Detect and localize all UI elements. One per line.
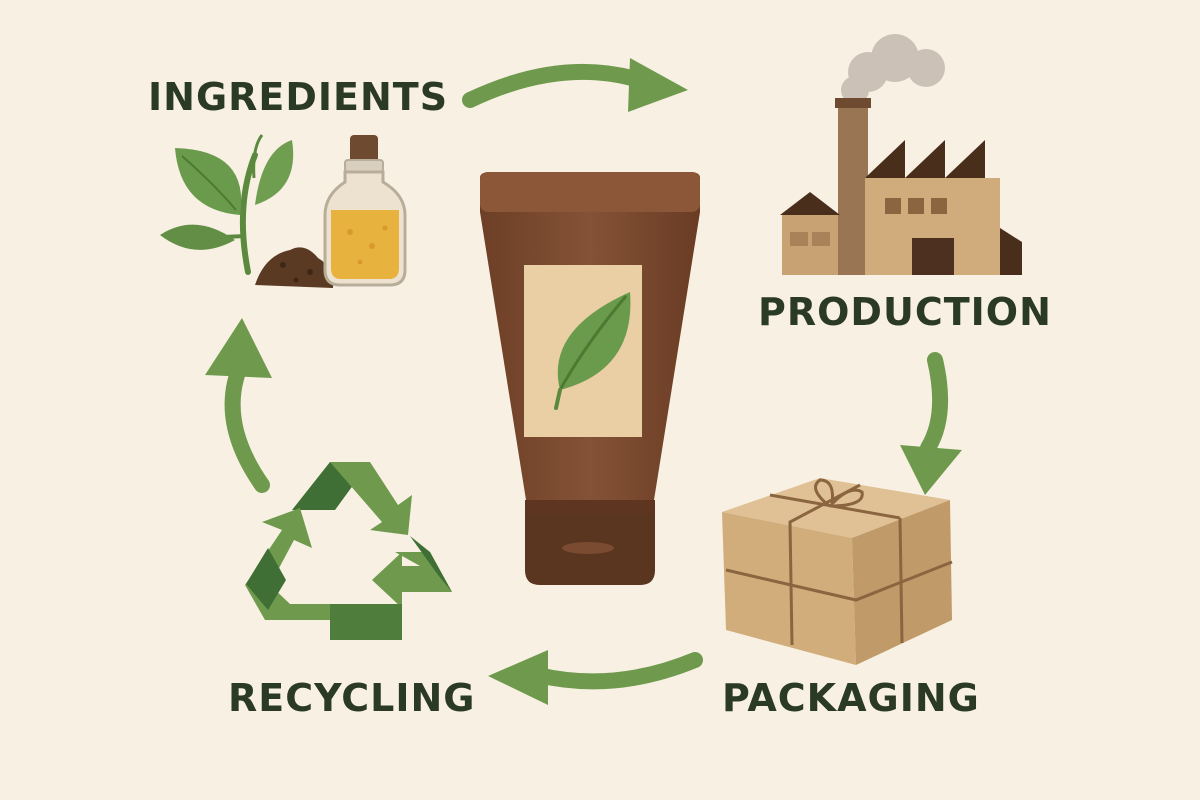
stage-label-packaging: PACKAGING	[722, 676, 980, 720]
arrow-packaging-to-recycling	[488, 650, 703, 705]
arrow-ingredients-to-production	[462, 58, 688, 112]
stage-label-recycling: RECYCLING	[228, 676, 476, 720]
oil-bottle-icon	[323, 135, 407, 287]
recycling-symbol-icon	[245, 462, 452, 640]
smoke-cloud-icon	[841, 34, 945, 104]
soil-pile-icon	[255, 247, 334, 288]
cosmetic-tube-icon	[480, 172, 700, 585]
leaves-icon	[160, 134, 294, 275]
factory-icon	[780, 34, 1022, 275]
arrow-recycling-to-ingredients	[205, 318, 272, 493]
leaf-icon	[554, 292, 631, 410]
stage-label-ingredients: INGREDIENTS	[148, 75, 449, 119]
cardboard-box-icon	[722, 478, 953, 665]
ingredients-illustration	[160, 134, 407, 288]
arrow-production-to-packaging	[900, 352, 962, 495]
stage-label-production: PRODUCTION	[758, 290, 1052, 334]
